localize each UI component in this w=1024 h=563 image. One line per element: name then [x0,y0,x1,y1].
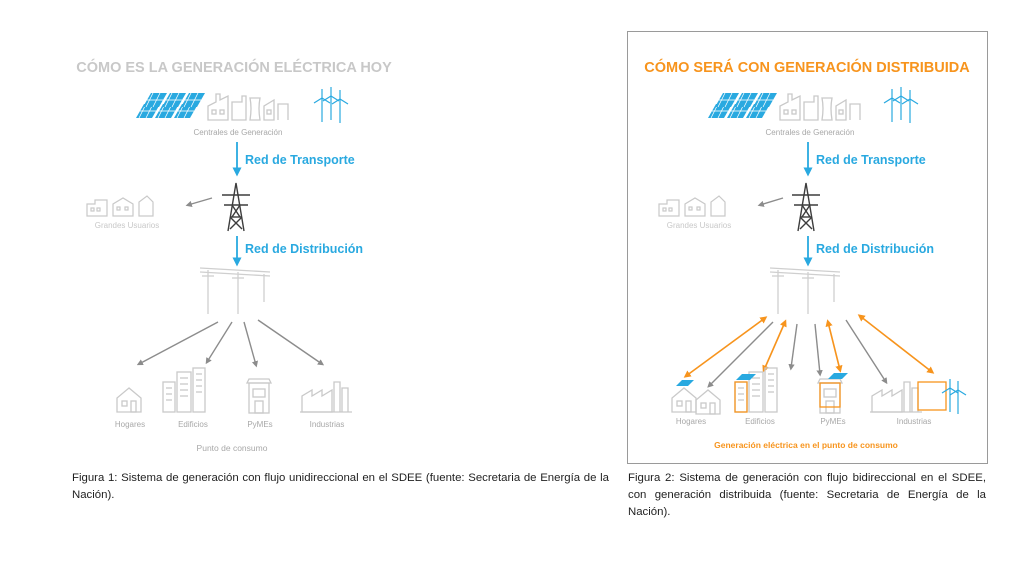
consumer-label-smes: PyMEs [247,420,272,429]
generation-plants-icon [135,86,349,124]
generation-plants-icon [707,86,919,124]
smes-icon [817,373,848,414]
transport-label: Red de Transporte [245,153,355,167]
homes-icon [671,380,721,415]
consumer-label-homes: Hogares [115,420,145,429]
transmission-tower-icon [221,182,251,232]
figure-1-caption: Figura 1: Sistema de generación con fluj… [72,472,609,501]
plants-label: Centrales de Generación [766,128,855,137]
consumer-label-buildings: Edificios [178,420,208,429]
large-users-arrow [185,197,213,207]
consumption-point-label: Generación eléctrica en el punto de cons… [714,440,898,450]
distribution-poles-icon [199,267,271,315]
consumer-label-buildings: Edificios [745,417,775,426]
bidirectional-arrows [683,314,935,378]
large-users-arrow [757,197,784,207]
transport-label: Red de Transporte [816,153,926,167]
figure-2-caption: Figura 2: Sistema de generación con fluj… [628,472,986,518]
figure-2: CÓMO SERÁ CON GENERACIÓN DISTRIBUIDA Cen… [627,31,988,464]
homes-icon [116,387,142,413]
distribution-poles-icon [769,267,841,315]
industries-icon [299,381,353,413]
figure-2-title: CÓMO SERÁ CON GENERACIÓN DISTRIBUIDA [644,58,970,76]
distribution-label: Red de Distribución [245,242,363,256]
industries-icon [869,378,967,415]
transmission-tower-icon [791,182,821,232]
large-users-label: Grandes Usuarios [95,221,159,230]
plants-label: Centrales de Generación [194,128,283,137]
consumer-label-homes: Hogares [676,417,706,426]
consumer-label-smes: PyMEs [820,417,845,426]
smes-icon [246,378,272,414]
large-users-icon [658,195,726,217]
buildings-icon [162,367,206,413]
buildings-icon [734,367,778,413]
consumption-point-label: Punto de consumo [197,443,268,453]
distribution-label: Red de Distribución [816,242,934,256]
figure-1-title: CÓMO ES LA GENERACIÓN ELÉCTRICA HOY [76,58,392,76]
figure-2-frame [627,31,988,464]
large-users-label: Grandes Usuarios [667,221,731,230]
distribution-arrows [136,319,325,368]
distribution-arrows [707,319,888,388]
figure-1: CÓMO ES LA GENERACIÓN ELÉCTRICA HOY Cent… [76,58,392,453]
consumer-label-industries: Industrias [310,420,345,429]
consumer-label-industries: Industrias [897,417,932,426]
large-users-icon [86,195,154,217]
